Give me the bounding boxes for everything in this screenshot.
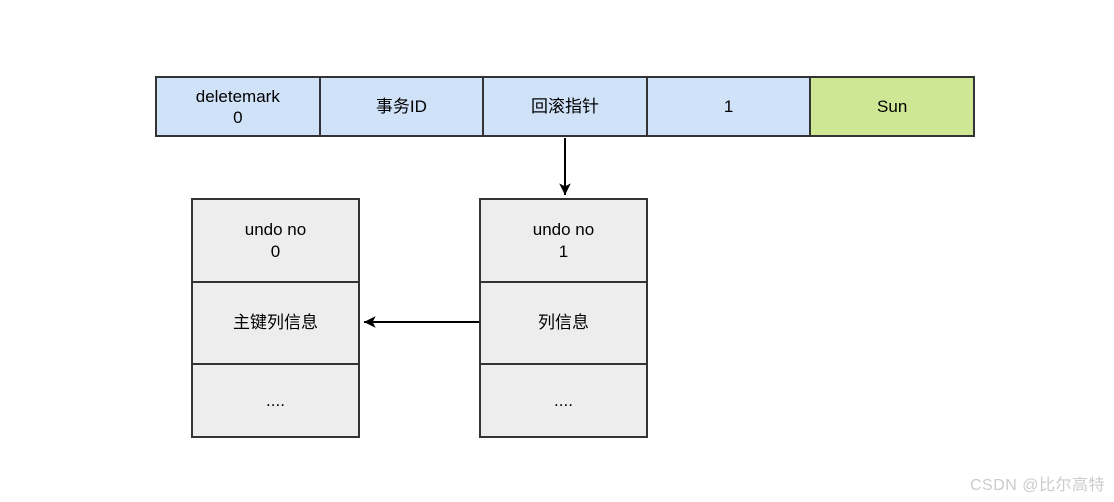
undo-no-cell: undo no 1 bbox=[481, 200, 646, 281]
watermark: CSDN @比尔高特 bbox=[969, 477, 1105, 494]
record-cell-value-1: 1 bbox=[647, 76, 812, 137]
column-info-cell: 列信息 bbox=[481, 281, 646, 363]
cell-label: .... bbox=[554, 390, 573, 410]
undo-no-label: undo no bbox=[244, 219, 307, 239]
undo-log-box-1: undo no 1 列信息 .... bbox=[479, 198, 648, 438]
cell-label: .... bbox=[266, 390, 285, 410]
record-cell-label: Sun bbox=[877, 97, 908, 116]
record-cell-label: 1 bbox=[723, 97, 734, 116]
record-cell-label: 回滚指针 bbox=[530, 97, 599, 116]
undo-log-box-0: undo no 0 主键列信息 .... bbox=[191, 198, 360, 438]
cell-label: 列信息 bbox=[538, 313, 589, 332]
record-cell-transaction-id: 事务ID bbox=[320, 76, 485, 137]
cell-label: 主键列信息 bbox=[233, 313, 318, 332]
record-cell-value: 0 bbox=[233, 107, 243, 127]
undo-no-value: 1 bbox=[558, 241, 569, 261]
undo-no-label: undo no bbox=[532, 219, 595, 239]
record-row: deletemark 0 事务ID 回滚指针 1 Sun bbox=[155, 76, 975, 137]
record-cell-label: 事务ID bbox=[375, 97, 427, 116]
undo-no-value: 0 bbox=[270, 241, 281, 261]
undo-no-cell: undo no 0 bbox=[193, 200, 358, 281]
record-cell-rollback-pointer: 回滚指针 bbox=[484, 76, 648, 137]
ellipsis-cell: .... bbox=[481, 363, 646, 436]
record-cell-label: deletemark bbox=[195, 86, 280, 106]
record-cell-deletemark: deletemark 0 bbox=[155, 76, 321, 137]
record-cell-sun: Sun bbox=[811, 76, 975, 137]
ellipsis-cell: .... bbox=[193, 363, 358, 436]
primary-key-column-info-cell: 主键列信息 bbox=[193, 281, 358, 363]
